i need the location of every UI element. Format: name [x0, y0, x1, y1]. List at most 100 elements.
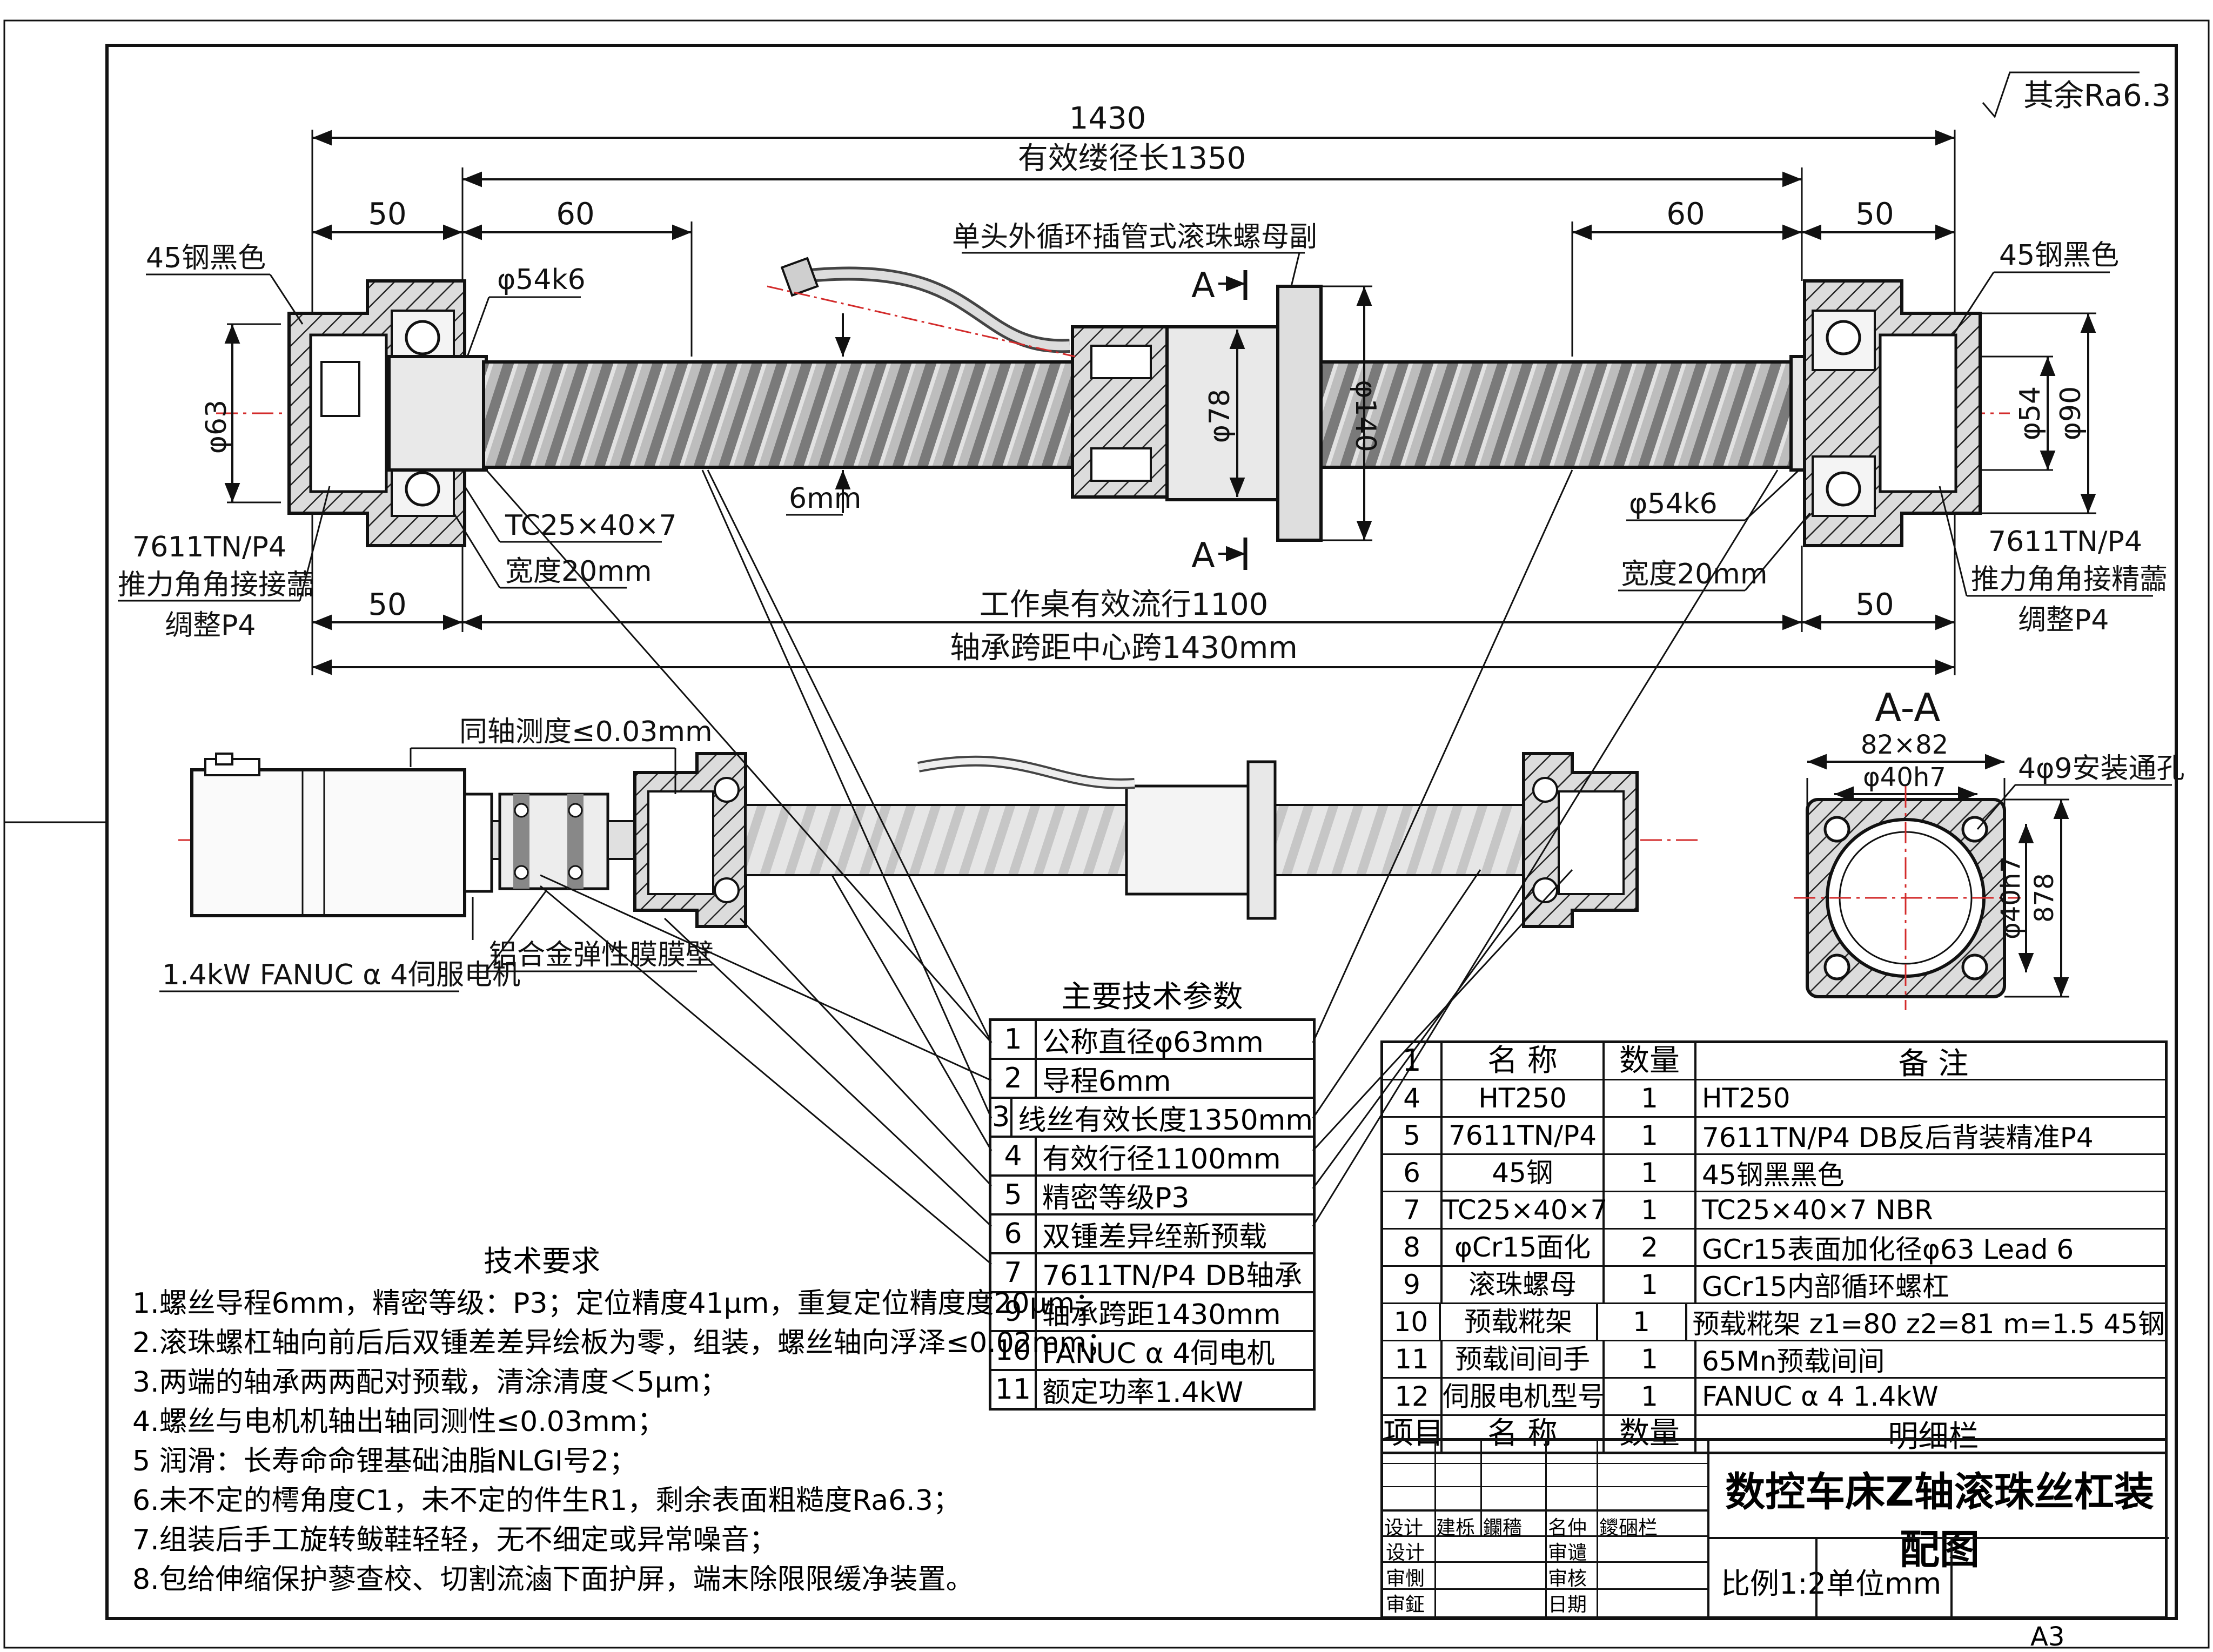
svg-text:A-A: A-A: [1875, 685, 1940, 730]
bom-cell: 备 注: [1898, 1046, 1969, 1082]
bom-cell: TC25×40×7: [1443, 1192, 1607, 1228]
bom-cell: TC25×40×7 NBR: [1702, 1194, 1933, 1226]
svg-text:工作桌有效流行1100: 工作桌有效流行1100: [980, 587, 1269, 622]
bom-cell: 6: [1383, 1155, 1443, 1191]
bom-cell: 1: [1605, 1341, 1696, 1377]
drawing-title: 数控车床Z轴滚珠丝杠装配图: [1725, 1469, 2154, 1573]
bom-cell: 预载糀架 z1=80 z2=81 m=1.5 45钢: [1692, 1308, 2165, 1340]
coupling: [491, 793, 636, 890]
screw-shaft-left: [482, 360, 1079, 469]
svg-text:50: 50: [1855, 197, 1894, 232]
title-block-label: 审惻: [1386, 1568, 1425, 1590]
param-leaders: [485, 469, 1779, 1265]
svg-text:其余Ra6.3: 其余Ra6.3: [2023, 78, 2171, 113]
svg-text:φ140: φ140: [1349, 380, 1382, 452]
svg-text:φ54: φ54: [2014, 386, 2047, 440]
svg-text:50: 50: [368, 197, 406, 232]
svg-text:宽度20mm: 宽度20mm: [1621, 558, 1767, 590]
params-row-text: 双锺差异绖新预载: [1042, 1220, 1268, 1253]
bom-cell: 45钢: [1443, 1155, 1605, 1191]
inner-frame: [105, 44, 2178, 1620]
bom-cell: 10: [1383, 1304, 1441, 1340]
title-block-label: 审鉦: [1386, 1594, 1425, 1616]
bom-cell: 8: [1383, 1230, 1443, 1265]
requirements-title: 技术要求: [484, 1244, 600, 1278]
params-row-text: 公称直径φ63mm: [1042, 1026, 1264, 1059]
params-row-text: 额定功率1.4kW: [1042, 1376, 1244, 1409]
svg-text:1430: 1430: [1069, 101, 1146, 136]
bom-cell: 9: [1383, 1267, 1443, 1302]
title-block-label: 设计: [1386, 1542, 1425, 1564]
bom-cell: 4: [1383, 1080, 1443, 1116]
assembly-left-support: [633, 752, 747, 928]
right-bearing-housing: [1803, 279, 1982, 547]
bom-cell: 45钢黑黑色: [1702, 1159, 1845, 1191]
bom-cell: 7611TN/P4 DB反后背装精准P4: [1702, 1122, 2094, 1153]
params-row-no: 3: [991, 1099, 1013, 1136]
svg-text:TC25×40×7: TC25×40×7: [505, 509, 677, 542]
svg-text:50: 50: [368, 587, 406, 622]
svg-text:6mm: 6mm: [789, 482, 861, 515]
title-block: 设计建栎鑭穡名仲鑁硱栏 设计审惻审鉦 审谴审核日期 数控车床Z轴滚珠丝杠装配图 …: [1380, 1438, 2169, 1619]
title-block-label: 建栎: [1436, 1517, 1476, 1539]
svg-text:7611TN/P4: 7611TN/P4: [132, 531, 286, 563]
bom-cell: 1: [1598, 1304, 1687, 1340]
bom-cell: GCr15内部循环螺杠: [1702, 1271, 1949, 1302]
params-row-no: 2: [991, 1060, 1037, 1097]
bom-cell: 伺服电机型号: [1443, 1379, 1605, 1414]
main-view: 1430 有效缕径长1350 50 60 60 50 单头外循环插管式滚珠螺母副…: [118, 101, 2168, 675]
outer-frame: [3, 19, 2210, 1649]
svg-text:7611TN/P4: 7611TN/P4: [1988, 526, 2142, 558]
svg-text:A: A: [1191, 266, 1215, 306]
left-journal: [387, 355, 488, 472]
params-row-text: 7611TN/P4 DB轴承: [1042, 1259, 1303, 1292]
requirement-item: 4.螺丝与电机机轴出轴同测性≤0.03mm；: [132, 1406, 666, 1438]
bom-cell: 2: [1605, 1230, 1696, 1265]
bom-cell: 12: [1383, 1379, 1443, 1414]
assembly-nut: [917, 755, 1277, 920]
requirement-item: 3.两端的轴承两两配对预载，清涂清度＜5μm；: [132, 1366, 728, 1399]
params-row-text: 线丝有效长度1350mm: [1018, 1104, 1313, 1137]
svg-text:φ54k6: φ54k6: [497, 264, 586, 296]
svg-text:1.4kW FANUC α 4伺服电机: 1.4kW FANUC α 4伺服电机: [162, 959, 520, 991]
bom-cell: 1: [1605, 1267, 1696, 1302]
svg-text:铝合金弹性膜膜壁: 铝合金弹性膜膜壁: [489, 939, 714, 971]
bom-cell: 明细栏: [1888, 1419, 1979, 1454]
bom-cell: 预载间间手: [1443, 1341, 1605, 1377]
params-row-text: 有效行径1100mm: [1042, 1143, 1281, 1176]
svg-text:宽度20mm: 宽度20mm: [505, 555, 652, 588]
svg-text:60: 60: [556, 197, 594, 232]
title-block-label: 日期: [1548, 1594, 1587, 1616]
bom-cell: 1: [1605, 1379, 1696, 1414]
sheet-size-label: A3: [2030, 1622, 2065, 1652]
requirement-item: 7.组装后手工旋转鲅鞋轻轻，无不细定或异常噪音；: [132, 1524, 777, 1556]
requirement-item: 5 润滑：长寿命命锂基础油脂NLGI号2；: [132, 1445, 638, 1478]
bom-cell: 1: [1605, 1155, 1696, 1191]
svg-text:878: 878: [2029, 873, 2060, 923]
svg-text:50: 50: [1855, 587, 1894, 622]
params-row-no: 9: [991, 1293, 1037, 1330]
title-block-label: 设计: [1384, 1517, 1424, 1539]
svg-text:绸整P4: 绸整P4: [2018, 604, 2109, 636]
svg-text:45钢黑色: 45钢黑色: [146, 242, 266, 274]
svg-text:4φ9安装通孔: 4φ9安装通孔: [2018, 753, 2184, 785]
bom-cell: 数量: [1605, 1043, 1696, 1079]
params-row-text: 导程6mm: [1042, 1065, 1171, 1098]
assembly-view: 同轴测度≤0.03mm 铝合金弹性膜膜壁 1.4kW FANUC α 4伺服电机: [159, 716, 1702, 992]
title-block-label: 审谴: [1548, 1542, 1587, 1564]
params-row-text: 轴承跨距1430mm: [1042, 1298, 1281, 1331]
svg-text:φ40h7: φ40h7: [1996, 856, 2026, 939]
svg-text:轴承跨距中心跨1430mm: 轴承跨距中心跨1430mm: [950, 630, 1298, 666]
bom-cell: 1: [1605, 1192, 1696, 1228]
servo-motor: [190, 753, 493, 917]
svg-text:推力角角接接蘦: 推力角角接接蘦: [118, 569, 314, 601]
section-aa: A-A 82×82 φ40h7 4φ9安装通孔 φ40h7 878: [1794, 685, 2184, 1010]
